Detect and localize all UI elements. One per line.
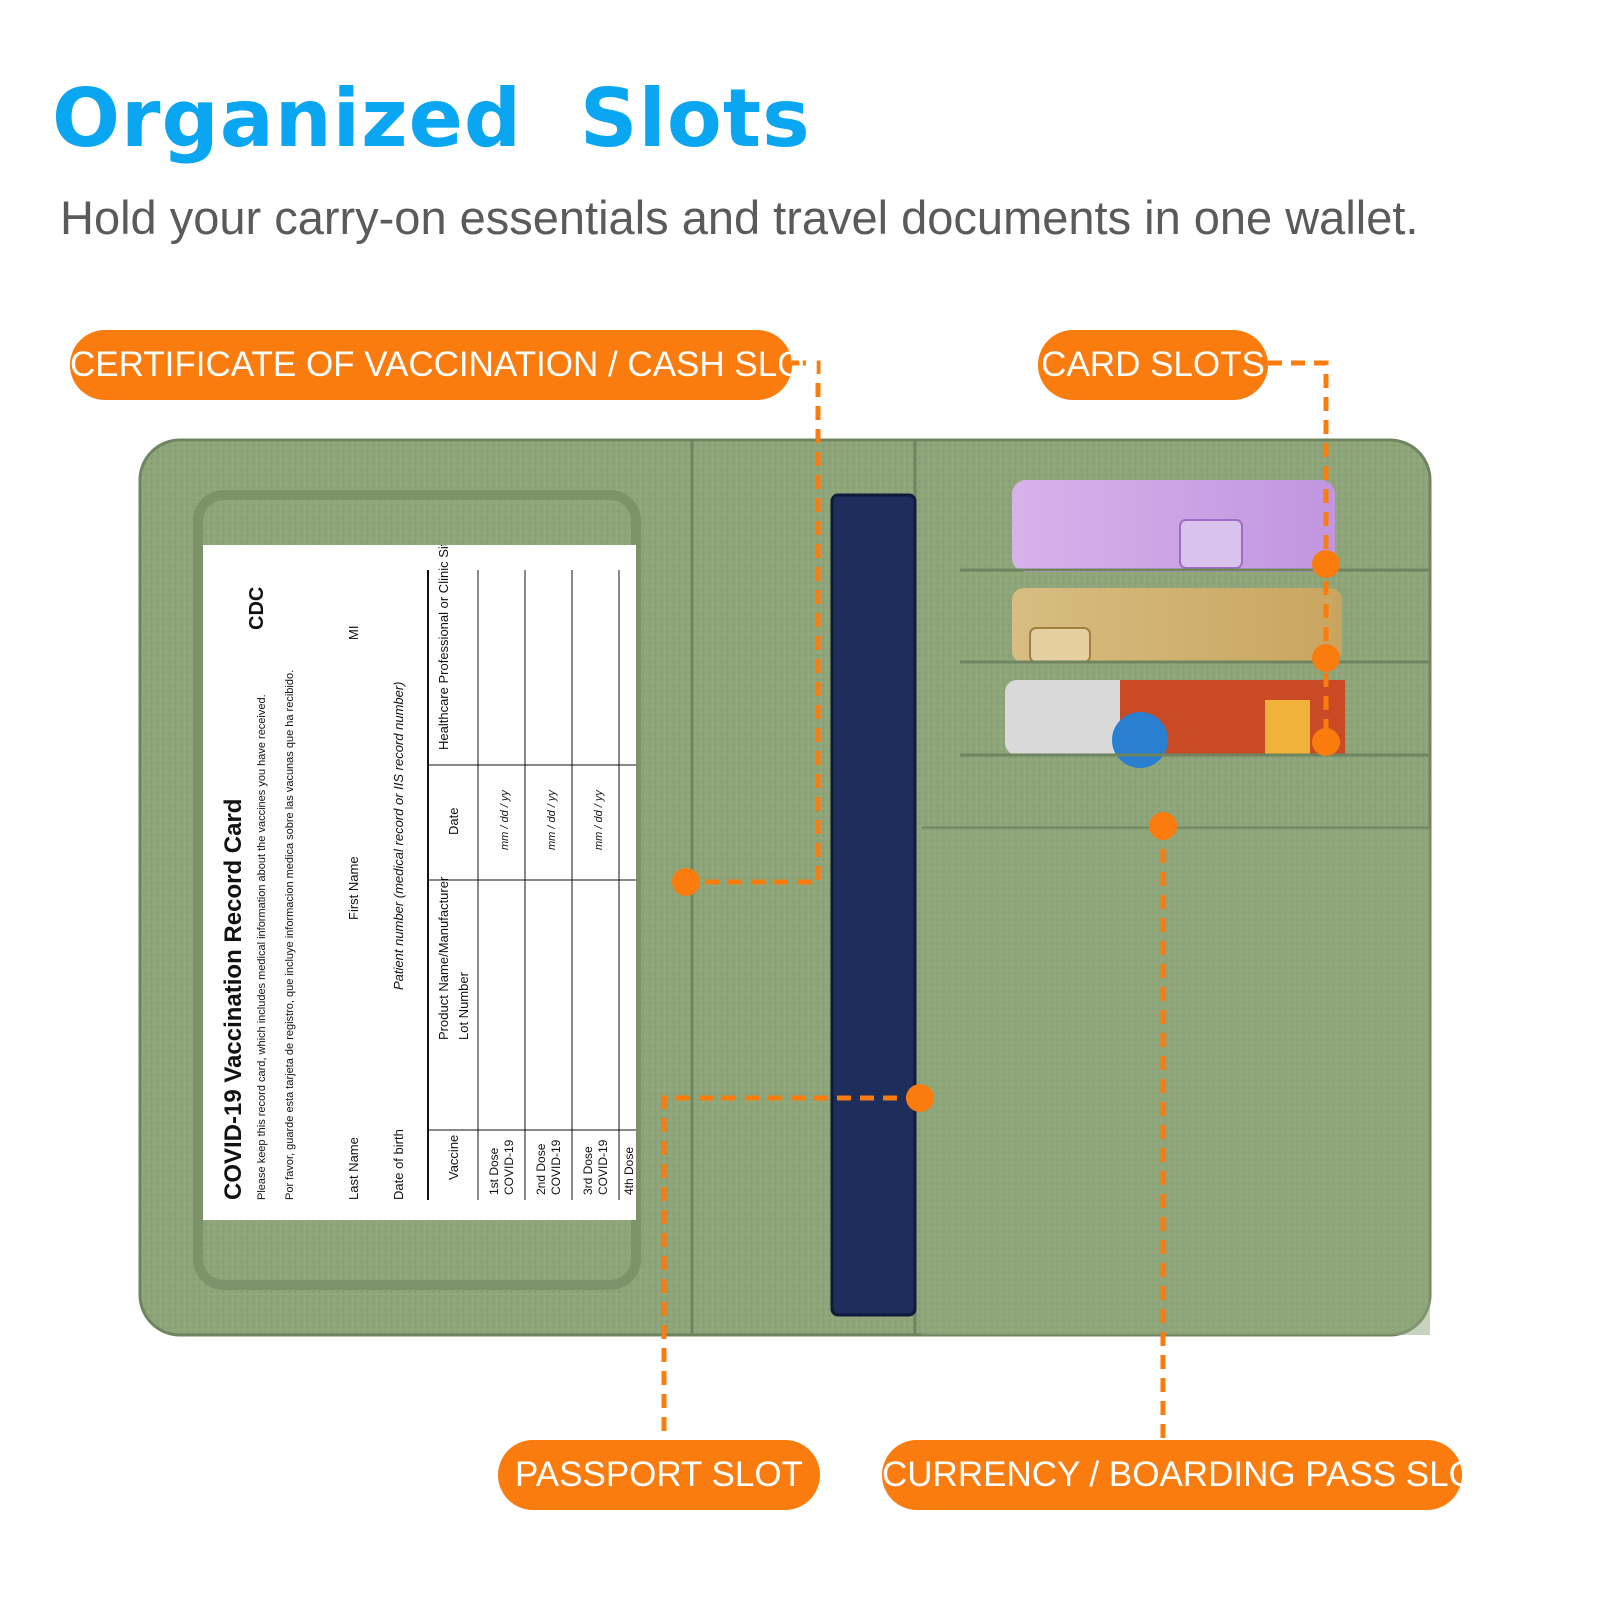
svg-text:mm / dd / yy: mm / dd / yy: [593, 789, 605, 850]
dot-card-1: [1312, 550, 1340, 578]
svg-text:Patient number (medical record: Patient number (medical record or IIS re…: [391, 681, 406, 990]
svg-text:3rd Dose: 3rd Dose: [581, 1146, 595, 1195]
svg-text:COVID-19: COVID-19: [502, 1139, 516, 1195]
svg-text:Please keep this record card,: Please keep this record card, which incl…: [256, 694, 268, 1200]
svg-text:Product Name/Manufacturer: Product Name/Manufacturer: [436, 876, 451, 1040]
card-title: COVID-19 Vaccination Record Card: [220, 799, 247, 1200]
callout-card-slots: CARD SLOTS: [1038, 330, 1268, 400]
svg-text:1st Dose: 1st Dose: [487, 1147, 501, 1195]
svg-text:MI: MI: [346, 626, 361, 640]
svg-text:Date: Date: [446, 808, 461, 835]
vaccine-card-content: COVID-19 Vaccination Record Card Please …: [220, 545, 636, 1200]
page-subtitle: Hold your carry-on essentials and travel…: [60, 191, 1419, 244]
svg-text:COVID-19: COVID-19: [549, 1139, 563, 1195]
svg-text:Date of birth: Date of birth: [391, 1129, 406, 1200]
dot-passport: [906, 1084, 934, 1112]
svg-text:Healthcare Professional or Cli: Healthcare Professional or Clinic Site: [436, 545, 451, 750]
callout-currency: CURRENCY / BOARDING PASS SLOT: [882, 1440, 1497, 1510]
cdc-logo: CDC: [246, 587, 268, 630]
svg-text:mm / dd / yy: mm / dd / yy: [499, 789, 511, 850]
svg-text:mm / dd / yy: mm / dd / yy: [546, 789, 558, 850]
passport: [832, 495, 915, 1315]
dot-certificate: [672, 868, 700, 896]
callout-certificate: CERTIFICATE OF VACCINATION / CASH SLOT: [70, 330, 826, 400]
svg-text:2nd Dose: 2nd Dose: [534, 1143, 548, 1195]
page-title: Organized Slots: [52, 72, 811, 165]
dot-currency: [1149, 812, 1177, 840]
svg-text:Por favor, guarde esta tarjeta: Por favor, guarde esta tarjeta de regist…: [284, 670, 296, 1200]
connector-passport: [661, 1095, 920, 1440]
dot-card-2: [1312, 644, 1340, 672]
connector-cards: [1268, 360, 1329, 742]
svg-text:First Name: First Name: [346, 856, 361, 920]
svg-text:COVID-19: COVID-19: [596, 1139, 610, 1195]
vaccine-card: [203, 545, 636, 1220]
callout-passport: PASSPORT SLOT: [498, 1440, 820, 1510]
card-purple: [1012, 480, 1335, 572]
svg-text:Lot Number: Lot Number: [456, 971, 471, 1040]
svg-text:Vaccine: Vaccine: [446, 1135, 461, 1180]
svg-text:Last Name: Last Name: [346, 1137, 361, 1200]
connector-certificate: [686, 360, 821, 885]
svg-text:4th Dose: 4th Dose: [622, 1147, 636, 1195]
card-gold: [1012, 588, 1342, 663]
dot-card-3: [1312, 728, 1340, 756]
